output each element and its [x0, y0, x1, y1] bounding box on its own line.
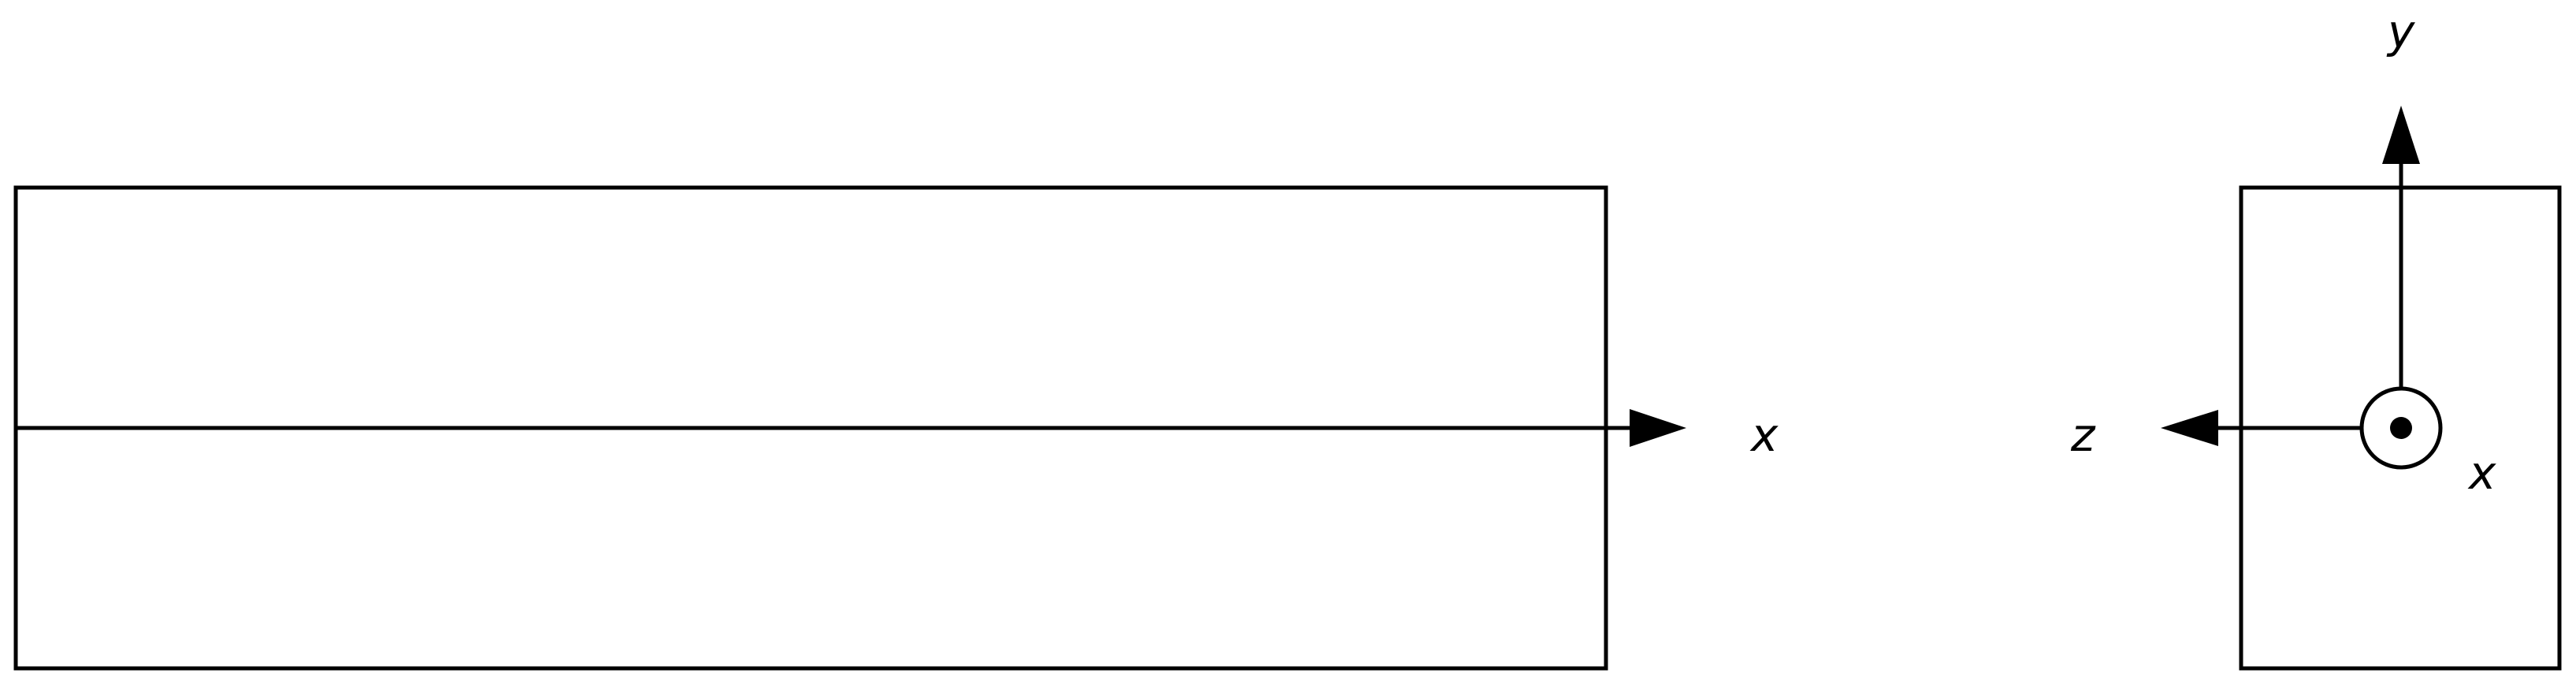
y-axis-label: y — [2386, 5, 2415, 58]
x-axis-arrowhead — [1630, 409, 1686, 447]
y-axis-arrowhead — [2382, 106, 2420, 164]
z-axis-arrowhead — [2161, 410, 2218, 446]
out-of-plane-dot — [2390, 417, 2412, 439]
x-axis-label: x — [1749, 408, 1779, 462]
side-view: x — [13, 185, 1779, 671]
end-view: y z x — [2070, 5, 2562, 671]
z-axis-label: z — [2070, 408, 2096, 462]
out-of-plane-x-label: x — [2467, 446, 2496, 500]
